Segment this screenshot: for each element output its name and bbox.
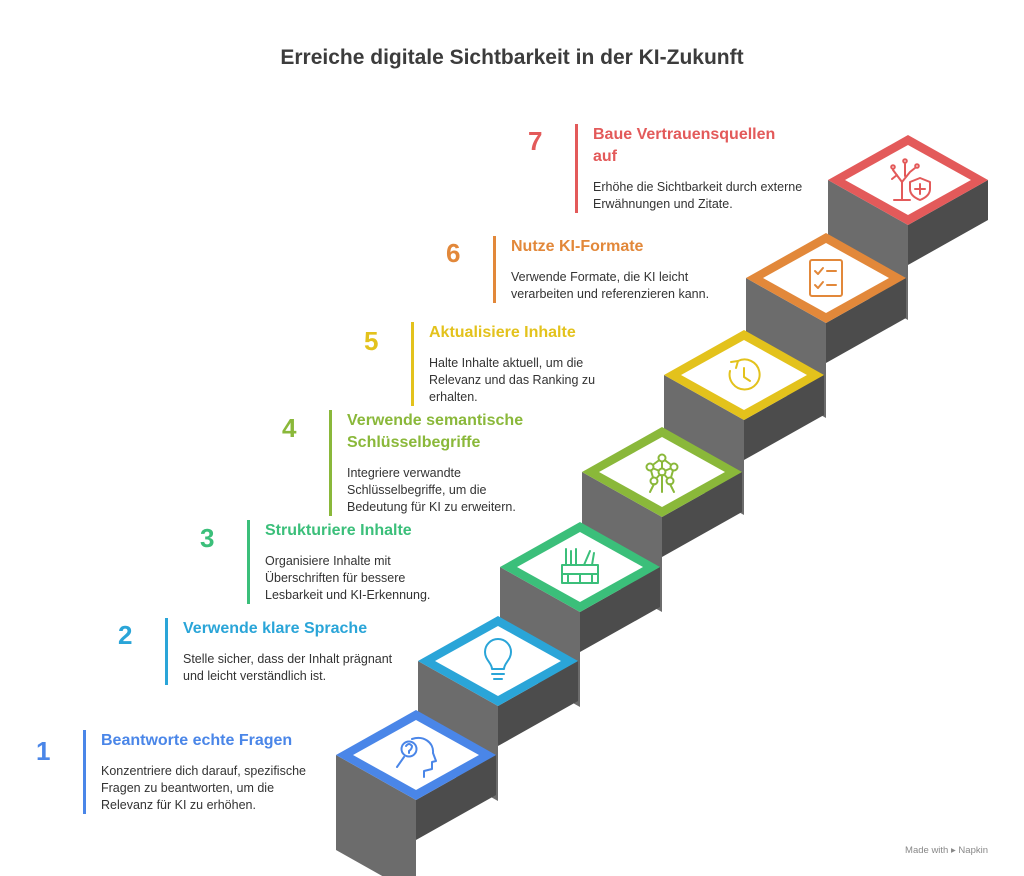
step-text: Beantworte echte Fragen Konzentriere dic… (83, 730, 371, 814)
step-text: Verwende semantische Schlüsselbegriffe I… (329, 410, 617, 516)
refresh-clock-icon (728, 358, 761, 391)
step-description: Organisiere Inhalte mit Überschriften fü… (265, 554, 431, 602)
step-title: Baue Vertrauensquellen auf (593, 126, 776, 165)
step-title: Beantworte echte Fragen (101, 732, 293, 749)
stair-step (336, 710, 496, 876)
tree-shield-icon (890, 158, 931, 201)
question-head-icon (396, 737, 437, 778)
lightbulb-icon (484, 638, 512, 680)
checklist-icon (809, 259, 843, 297)
footer-brand: Napkin (958, 845, 988, 856)
stair-step (418, 616, 578, 801)
step-number: 4 (282, 413, 297, 443)
step-text: Nutze KI-Formate Verwende Formate, die K… (493, 236, 781, 303)
step-description: Erhöhe die Sichtbarkeit durch externe Er… (593, 180, 803, 211)
step-title: Nutze KI-Formate (511, 238, 644, 255)
step-number: 5 (364, 326, 379, 356)
step-text: Aktualisiere Inhalte Halte Inhalte aktue… (411, 322, 699, 406)
step-description: Konzentriere dich darauf, spezifische Fr… (101, 764, 306, 812)
step-number: 6 (446, 238, 461, 268)
step-number: 1 (36, 736, 51, 766)
step-number: 7 (528, 126, 543, 156)
step-description: Halte Inhalte aktuell, um die Relevanz u… (429, 356, 596, 404)
step-description: Stelle sicher, dass der Inhalt prägnant … (183, 652, 393, 683)
step-description: Integriere verwandte Schlüsselbegriffe, … (347, 466, 516, 514)
step-number: 2 (118, 620, 133, 650)
step-number: 3 (200, 523, 215, 553)
napkin-logo-icon: ▸ (951, 845, 956, 856)
step-text: Strukturiere Inhalte Organisiere Inhalte… (247, 520, 535, 604)
step-description: Verwende Formate, die KI leicht verarbei… (511, 270, 710, 301)
bookshelf-icon (561, 548, 599, 584)
step-title: Aktualisiere Inhalte (429, 324, 576, 341)
network-icon (645, 453, 679, 493)
page-title: Erreiche digitale Sichtbarkeit in der KI… (280, 46, 744, 69)
step-text: Baue Vertrauensquellen auf Erhöhe die Si… (575, 124, 833, 213)
step-title: Verwende semantische Schlüsselbegriffe (347, 412, 524, 451)
step-title: Strukturiere Inhalte (265, 522, 412, 539)
footer: Made with ▸ Napkin (905, 845, 988, 856)
step-title: Verwende klare Sprache (183, 620, 368, 637)
stair-step (582, 427, 742, 612)
step-text: Verwende klare Sprache Stelle sicher, da… (165, 618, 453, 685)
footer-prefix: Made with (905, 845, 949, 856)
